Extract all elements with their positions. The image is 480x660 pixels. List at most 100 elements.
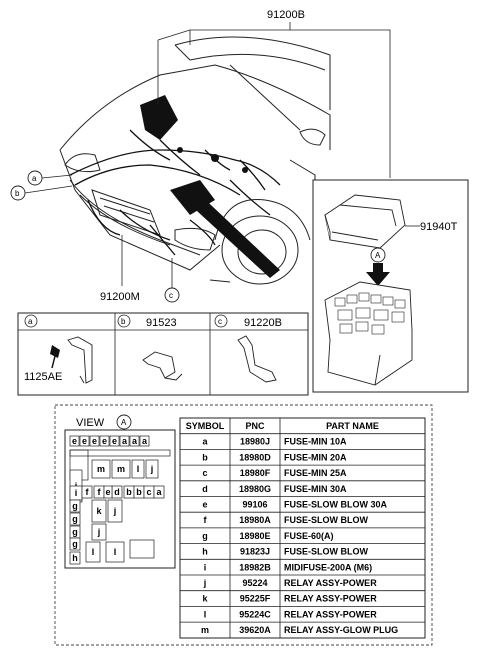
fuse-cell-label: g	[72, 539, 78, 549]
svg-text:VIEW: VIEW	[76, 417, 105, 429]
fuse-cell	[69, 435, 80, 447]
fuse-cell-label: d	[114, 487, 120, 497]
fuse-cell-label: m	[97, 464, 105, 474]
part-91523: 91523	[146, 317, 177, 329]
table-cell-part-name: MIDIFUSE-200A (M6)	[284, 562, 372, 572]
fuse-cell-label: j	[113, 506, 117, 516]
car-illustration	[59, 36, 331, 285]
wiring-harness	[69, 95, 281, 278]
table-cell-part-name: FUSE-MIN 20A	[284, 452, 347, 462]
table-cell-part-name: FUSE-MIN 25A	[284, 468, 347, 478]
callout-marker-b: b	[10, 185, 73, 201]
table-header-cell: PART NAME	[326, 421, 379, 431]
fuse-slot-outline	[69, 449, 171, 457]
fuse-cell-label: e	[112, 436, 117, 446]
table-cell-part-name: FUSE-MIN 10A	[284, 437, 347, 447]
view-marker-a: A	[375, 251, 381, 260]
fuse-cell	[99, 435, 110, 447]
table-cell-pnc: 18982B	[239, 562, 271, 572]
fuse-cell	[109, 435, 120, 447]
table-cell-pnc: 95225F	[240, 594, 271, 604]
callout-marker-a: a	[27, 170, 73, 186]
table-cell-pnc: 18980A	[239, 515, 271, 525]
fuse-cell-label: g	[72, 501, 78, 511]
table-cell-symbol: c	[202, 468, 207, 478]
fuse-cell-label: k	[96, 506, 102, 516]
fuse-layout: eeeeeaaammljjifdfebbcaggkjgjghll	[64, 429, 176, 569]
part-1125ae: 1125AE	[24, 371, 62, 383]
table-cell-pnc: 18980D	[239, 452, 271, 462]
fuse-cell-label: h	[72, 553, 78, 563]
table-cell-symbol: e	[202, 500, 207, 510]
table-cell-symbol: k	[202, 594, 208, 604]
label-91940t: 91940T	[420, 221, 458, 233]
fuse-cell-label: m	[117, 464, 125, 474]
fuse-cell-label: j	[150, 464, 154, 474]
fuse-box-inset: 91940T A	[312, 179, 469, 393]
table-cell-symbol: f	[204, 515, 208, 525]
table-cell-symbol: b	[202, 452, 208, 462]
fuse-cell	[85, 541, 101, 563]
table-cell-symbol: l	[204, 609, 207, 619]
fuse-cell	[89, 435, 100, 447]
detail-box-b: b 91523	[117, 314, 183, 381]
fuse-cell	[131, 459, 145, 479]
fuse-cell-label: e	[72, 436, 77, 446]
svg-text:a: a	[32, 174, 37, 183]
fuse-cell-label: c	[146, 487, 151, 497]
table-cell-pnc: 91823J	[240, 547, 270, 557]
fuse-cell	[81, 485, 93, 499]
table-cell-symbol: d	[202, 484, 208, 494]
table-cell-symbol: h	[202, 547, 208, 557]
fuse-cell	[129, 435, 140, 447]
table-cell-pnc: 18980F	[240, 468, 271, 478]
fuse-cell-label: l	[92, 547, 95, 557]
fuse-cell-label: e	[105, 487, 110, 497]
label-91200b: 91200B	[267, 9, 305, 21]
fuse-cell	[111, 459, 131, 479]
table-cell-symbol: a	[202, 437, 208, 447]
table-cell-pnc: 95224C	[239, 609, 271, 619]
fuse-cell-label: i	[75, 488, 78, 498]
detail-box-a: a 1125AE	[24, 314, 93, 384]
fuse-cell	[103, 485, 113, 499]
label-91200m: 91200M	[100, 291, 140, 303]
callout-marker-c: c	[164, 258, 180, 303]
table-cell-part-name: FUSE-SLOW BLOW	[284, 547, 368, 557]
fuse-cell	[153, 485, 165, 499]
table-cell-symbol: j	[203, 578, 207, 588]
fuse-cell-label: f	[86, 487, 90, 497]
fuse-cell	[69, 512, 81, 526]
detail-boxes: a 1125AE b 91523 c 91220B	[17, 312, 309, 396]
callout-91200M: 91200M	[100, 235, 140, 303]
svg-text:c: c	[169, 291, 173, 300]
view-table-frame	[54, 404, 433, 646]
fuse-cell	[69, 537, 81, 551]
fuse-cell	[145, 459, 159, 479]
table-cell-part-name: RELAY ASSY-GLOW PLUG	[284, 625, 398, 635]
table-cell-symbol: m	[201, 625, 209, 635]
fuse-cell-label: l	[137, 464, 140, 474]
fuse-cell-label: f	[98, 487, 102, 497]
fuse-slot-outline	[129, 539, 155, 559]
fuse-cell	[91, 499, 107, 523]
table-cell-part-name: FUSE-MIN 30A	[284, 484, 347, 494]
fuse-cell-label: l	[114, 547, 117, 557]
table-cell-pnc: 39620A	[239, 625, 271, 635]
fuse-cell	[69, 499, 81, 513]
svg-text:a: a	[28, 317, 33, 326]
table-header-cell: SYMBOL	[186, 421, 225, 431]
table-cell-part-name: RELAY ASSY-POWER	[284, 578, 377, 588]
fuse-cell	[79, 435, 90, 447]
fuse-cell	[91, 459, 111, 479]
table-cell-part-name: RELAY ASSY-POWER	[284, 594, 377, 604]
table-cell-part-name: RELAY ASSY-POWER	[284, 609, 377, 619]
fuse-cell	[139, 435, 150, 447]
fuse-cell-label: e	[102, 436, 107, 446]
fuse-cell	[91, 523, 107, 541]
fuse-cell-label: g	[72, 514, 78, 524]
fuse-cell	[119, 435, 130, 447]
svg-text:b: b	[15, 189, 20, 198]
